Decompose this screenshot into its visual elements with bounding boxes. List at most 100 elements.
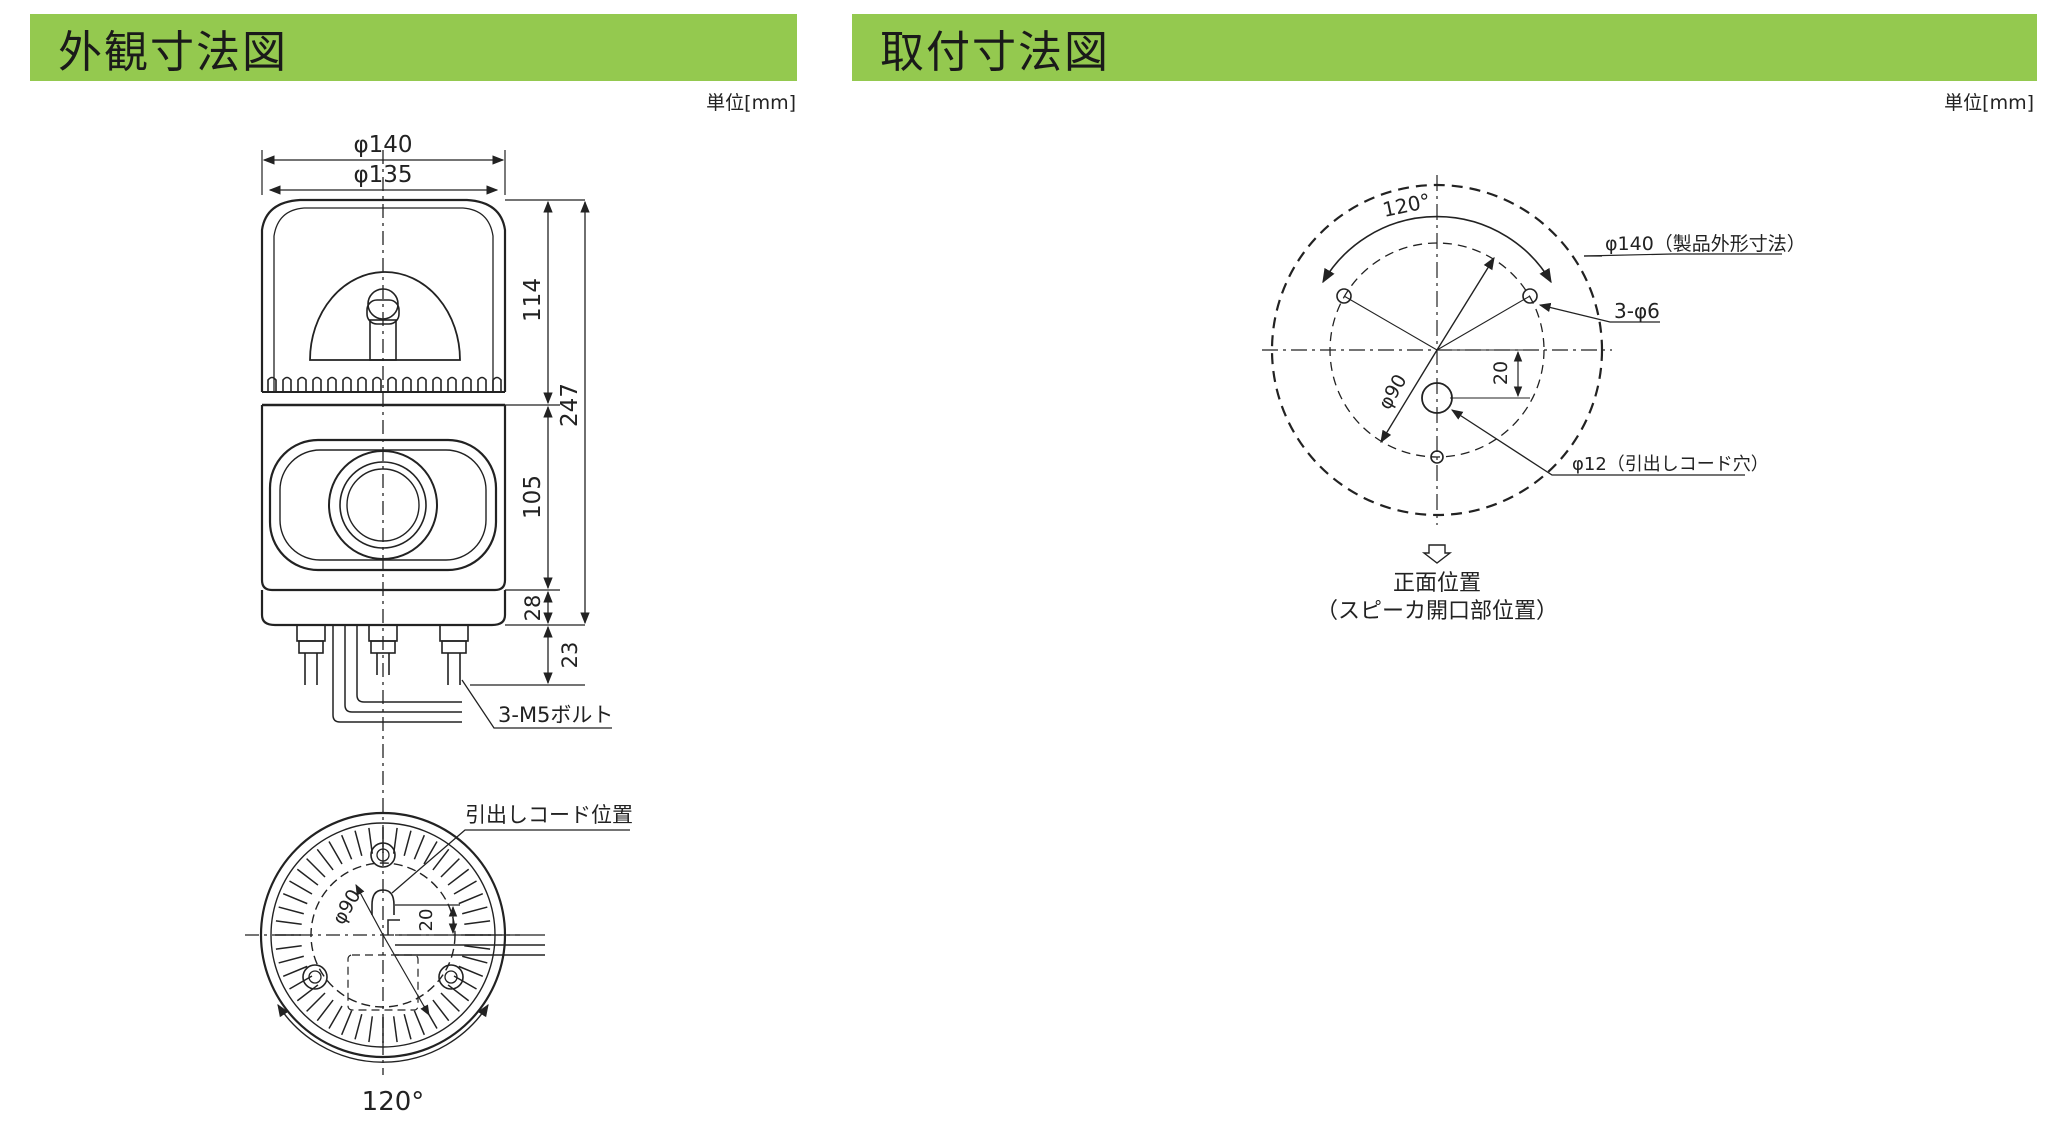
- mount-hole-left: [1336, 288, 1352, 304]
- fin: [447, 376, 457, 392]
- cord-hole-label: φ12（引出しコード穴）: [1572, 454, 1769, 475]
- fin: [282, 376, 292, 392]
- front-position-sublabel: （スピーカ開口部位置）: [1316, 599, 1558, 624]
- fin: [492, 376, 502, 392]
- dome-outline: [260, 198, 507, 392]
- dim-114: 114: [520, 278, 546, 322]
- fin: [462, 376, 472, 392]
- fin: [297, 376, 307, 392]
- vent-slot: [458, 892, 484, 905]
- vent-slot: [440, 858, 460, 878]
- dim-105: 105: [520, 475, 546, 519]
- vent-slot: [403, 1014, 412, 1040]
- vent-slot: [306, 992, 326, 1012]
- vent-slot: [462, 955, 488, 964]
- cord-position-label: 引出しコード位置: [465, 803, 633, 827]
- mount-dim-phi90: φ90: [1374, 371, 1411, 414]
- body-outline: [260, 405, 507, 592]
- vent-slot: [306, 858, 326, 878]
- vent-slot: [432, 848, 450, 871]
- vent-slot: [440, 992, 460, 1012]
- right-panel-header: 取付寸法図: [852, 14, 2037, 81]
- vent-slot: [447, 984, 470, 1002]
- vent-slot: [464, 944, 491, 950]
- pcd-circle: [1329, 242, 1545, 458]
- mount-hole-right: [1522, 288, 1538, 304]
- fin: [477, 376, 487, 392]
- vent-slot: [354, 1014, 363, 1040]
- dim-28: 28: [521, 595, 545, 622]
- vent-slot: [413, 1010, 426, 1036]
- vent-slot: [453, 880, 477, 895]
- vent-slot: [392, 1016, 398, 1043]
- outer-dimension-label: φ140（製品外形寸法）: [1605, 233, 1806, 255]
- mounting-view-labels: 120° φ140（製品外形寸法） 3-φ6 20 φ90 φ12（引出しコード…: [1316, 188, 1806, 624]
- vent-slot: [423, 841, 438, 865]
- vent-slot: [453, 975, 477, 990]
- vent-slot: [316, 848, 334, 871]
- left-panel-title: 外観寸法図: [58, 26, 288, 78]
- left-panel-header: 外観寸法図: [30, 14, 797, 81]
- fin: [432, 376, 442, 392]
- bottom-view-labels: 引出しコード位置 φ90 20 120°: [328, 803, 633, 1117]
- vent-slot: [282, 892, 308, 905]
- mount-dim-20: 20: [1490, 361, 1512, 385]
- fin: [402, 376, 412, 392]
- vent-slot: [403, 830, 412, 856]
- right-unit-label: 単位[mm]: [1944, 92, 2034, 114]
- vent-slot: [340, 834, 353, 860]
- speaker-circle: [328, 450, 438, 560]
- mount-hole-bottom: [1430, 450, 1444, 464]
- bottom-dim-20: 20: [416, 909, 437, 932]
- fin: [357, 376, 367, 392]
- right-panel-title: 取付寸法図: [880, 26, 1110, 78]
- vent-slot: [340, 1010, 353, 1036]
- vent-slot: [289, 880, 313, 895]
- left-unit-label: 単位[mm]: [706, 92, 796, 114]
- vent-slot: [354, 830, 363, 856]
- vent-slot: [275, 920, 302, 926]
- fin: [387, 376, 397, 392]
- dim-247: 247: [557, 383, 583, 427]
- vent-slot: [462, 906, 488, 915]
- vent-slot: [413, 834, 426, 860]
- side-view: [260, 150, 612, 1075]
- vent-slot: [432, 999, 450, 1022]
- fin: [417, 376, 427, 392]
- mounting-view: [1262, 175, 1782, 564]
- vent-slot: [458, 965, 484, 978]
- bottom-view: [245, 811, 630, 1063]
- vent-slot: [328, 841, 343, 865]
- holes-label: 3-φ6: [1614, 299, 1660, 323]
- vent-slot: [296, 868, 319, 886]
- lamp-globe: [309, 271, 461, 361]
- vent-slot: [464, 920, 491, 926]
- mount-bolts: [296, 624, 469, 685]
- outer-dashed-circle: [1270, 183, 1604, 517]
- front-position-label: 正面位置: [1393, 571, 1481, 596]
- speaker-panel: [268, 438, 498, 572]
- bolt-label: 3-M5ボルト: [498, 703, 613, 727]
- vent-slot: [447, 868, 470, 886]
- fin: [372, 376, 382, 392]
- vent-slot: [368, 1016, 374, 1043]
- vent-slot: [328, 1005, 343, 1029]
- vent-slot: [289, 975, 313, 990]
- fin: [312, 376, 322, 392]
- vent-slot: [296, 984, 319, 1002]
- vent-slot: [278, 955, 304, 964]
- fin: [327, 376, 337, 392]
- bottom-angle-label: 120°: [362, 1087, 425, 1117]
- fin: [267, 376, 277, 392]
- vent-slot: [282, 965, 308, 978]
- vent-slot: [316, 999, 334, 1022]
- dim-23: 23: [558, 642, 582, 669]
- dim-phi135: φ135: [353, 162, 412, 188]
- vent-slot: [278, 906, 304, 915]
- fin: [342, 376, 352, 392]
- side-view-labels: φ140 φ135 114 247 105 28 23 3-M5ボルト: [353, 132, 613, 727]
- vent-slot: [275, 944, 302, 950]
- dim-phi140: φ140: [353, 132, 412, 158]
- cord: [332, 625, 462, 723]
